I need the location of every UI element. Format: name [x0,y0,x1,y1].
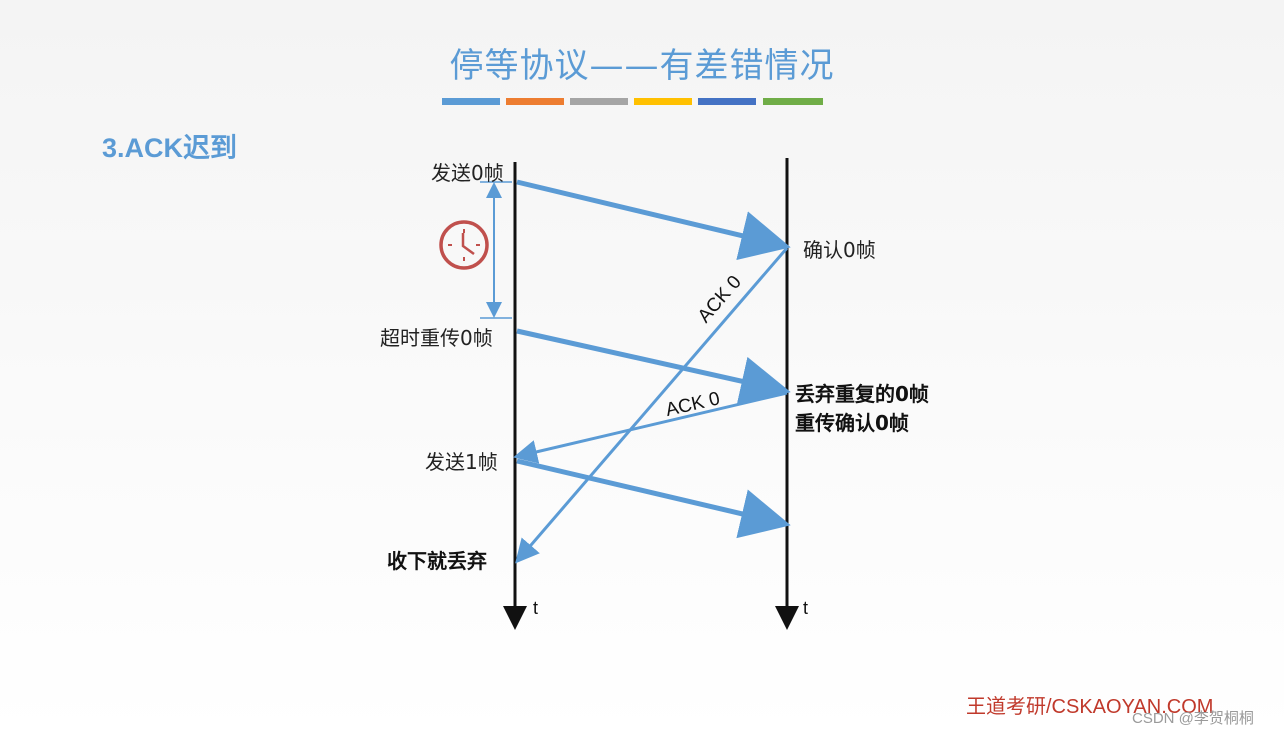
ack-label-late: ACK 0 [694,272,746,327]
color-bar-segment [634,98,692,105]
ack-0-late-arrow [515,247,789,564]
label-timeout-retransmit: 超时重传0帧 [380,326,493,350]
label-drop-duplicate: 丢弃重复的0帧 [795,382,929,406]
case-subtitle: 3.ACK迟到 [102,133,238,163]
frame-1-arrow [516,458,791,539]
label-confirm-frame-0: 确认0帧 [803,238,876,262]
sender-time-label: t [533,598,539,618]
label-receive-discard: 收下就丢弃 [387,549,487,573]
csdn-watermark: CSDN @李贺桐桐 [1132,710,1254,727]
color-bar-segment [570,98,628,105]
frame-0-arrow [516,179,791,261]
ack-0-repeat-arrow [513,391,788,464]
label-send-frame-1: 发送1帧 [425,450,498,474]
label-resend-ack: 重传确认0帧 [795,411,909,435]
label-send-frame-0: 发送0帧 [431,161,504,185]
color-bar-segment [698,98,756,105]
color-bar-segment [763,98,823,105]
color-bar-segment [442,98,500,105]
brand-footer: 王道考研/CSKAOYAN.COM [966,696,1214,718]
frame-0-retransmit-arrow [516,328,791,406]
clock-icon [439,220,489,270]
receiver-time-label: t [803,598,809,618]
color-bar-segment [506,98,564,105]
slide-title: 停等协议——有差错情况 [449,46,835,86]
